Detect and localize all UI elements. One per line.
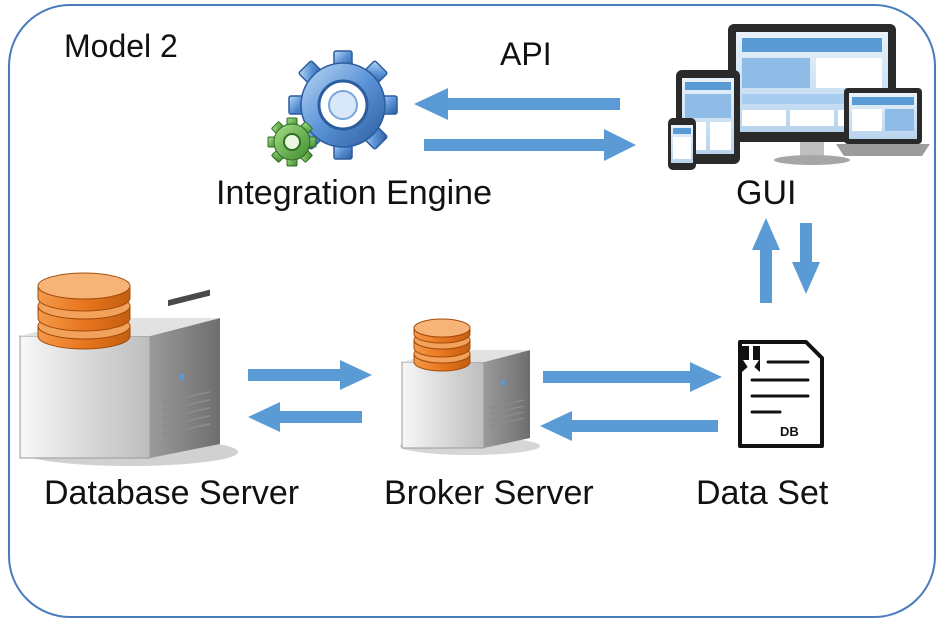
arrow-gui-to-engine bbox=[414, 88, 620, 120]
broker-server-label: Broker Server bbox=[384, 474, 594, 512]
arrow-broker-to-dataset bbox=[543, 362, 722, 392]
db-badge: DB bbox=[780, 424, 799, 439]
gear-icon bbox=[267, 50, 398, 167]
api-label: API bbox=[500, 36, 552, 72]
arrow-dataset-to-gui bbox=[752, 218, 780, 303]
database-server-icon bbox=[19, 272, 238, 466]
arrow-gui-to-dataset bbox=[792, 223, 820, 294]
broker-server-icon bbox=[400, 318, 540, 455]
arrow-engine-to-gui bbox=[424, 129, 636, 161]
arrow-dataset-to-broker bbox=[540, 411, 718, 441]
model-label: Model 2 bbox=[64, 28, 178, 64]
document-db-icon bbox=[738, 340, 824, 448]
integration-engine-label: Integration Engine bbox=[216, 174, 492, 212]
arrow-broker-to-db bbox=[248, 402, 362, 432]
devices-icon bbox=[668, 24, 930, 170]
database-server-label: Database Server bbox=[44, 474, 300, 512]
data-set-label: Data Set bbox=[696, 474, 829, 512]
arrow-db-to-broker bbox=[248, 360, 372, 390]
gui-label: GUI bbox=[736, 174, 797, 212]
diagram-frame bbox=[8, 4, 936, 618]
